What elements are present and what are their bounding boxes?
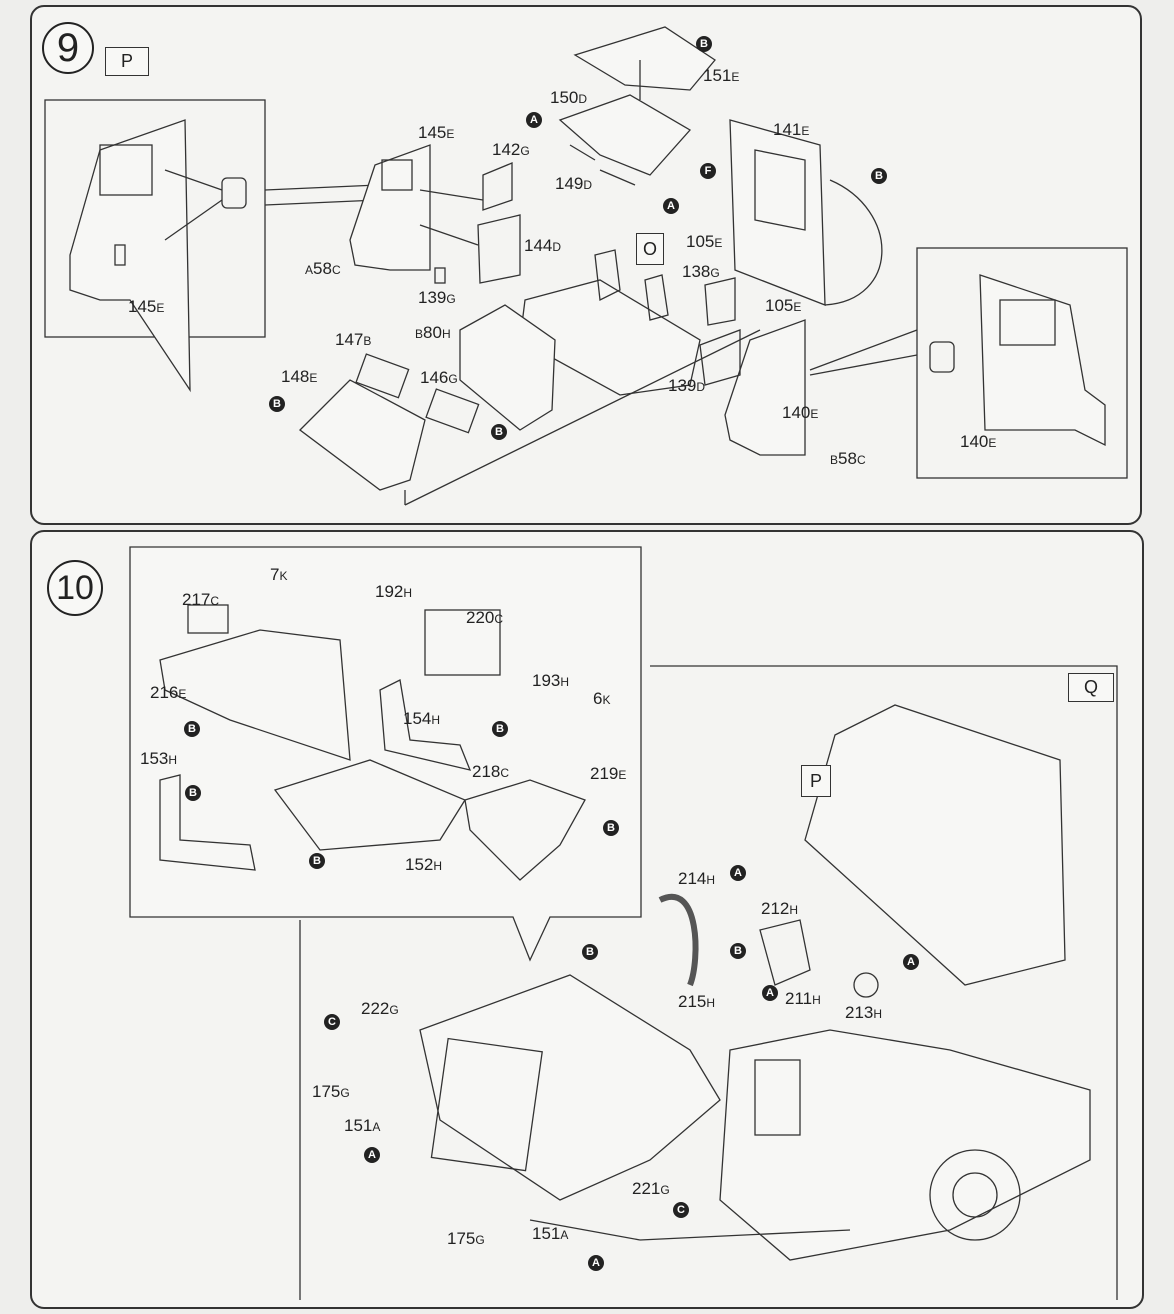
part-label: 146G bbox=[420, 368, 458, 387]
marker-a: A bbox=[903, 954, 919, 970]
marker-a: A bbox=[364, 1147, 380, 1163]
marker-a: A bbox=[588, 1255, 604, 1271]
marker-b: B bbox=[582, 944, 598, 960]
marker-b: B bbox=[491, 424, 507, 440]
cab-ref-box: P bbox=[105, 47, 149, 76]
part-label: 142G bbox=[492, 140, 530, 159]
cab-ref-box: P bbox=[801, 765, 831, 797]
part-label: 145E bbox=[128, 297, 165, 316]
part-label: 152H bbox=[405, 855, 443, 874]
marker-a: A bbox=[762, 985, 778, 1001]
part-label: 7K bbox=[270, 565, 288, 584]
marker-b: B bbox=[184, 721, 200, 737]
marker-c: C bbox=[673, 1202, 689, 1218]
part-label: 175G bbox=[312, 1082, 350, 1101]
part-label: A58C bbox=[305, 259, 341, 278]
part-label: 153H bbox=[140, 749, 178, 768]
step-number-10: 10 bbox=[47, 560, 103, 616]
part-label: 175G bbox=[447, 1229, 485, 1248]
part-label: 216E bbox=[150, 683, 187, 702]
part-label: 211H bbox=[785, 989, 821, 1008]
marker-a: A bbox=[526, 112, 542, 128]
marker-f: F bbox=[700, 163, 716, 179]
part-label: 147B bbox=[335, 330, 372, 349]
part-label: 105E bbox=[765, 296, 802, 315]
marker-b: B bbox=[492, 721, 508, 737]
part-label: 140E bbox=[782, 403, 819, 422]
part-label: 222G bbox=[361, 999, 399, 1018]
marker-b: B bbox=[871, 168, 887, 184]
part-label: 154H bbox=[403, 709, 441, 728]
part-label: 217C bbox=[182, 590, 220, 609]
part-label: 6K bbox=[593, 689, 611, 708]
part-label: 215H bbox=[678, 992, 716, 1011]
part-label: 151A bbox=[344, 1116, 381, 1135]
part-label: B80H bbox=[415, 323, 451, 342]
part-label: 138G bbox=[682, 262, 720, 281]
part-label: 192H bbox=[375, 582, 413, 601]
marker-c: C bbox=[324, 1014, 340, 1030]
part-label: 140E bbox=[960, 432, 997, 451]
part-label: 148E bbox=[281, 367, 318, 386]
part-label: 212H bbox=[761, 899, 799, 918]
part-label: 193H bbox=[532, 671, 570, 690]
part-label: 220C bbox=[466, 608, 504, 627]
marker-b: B bbox=[309, 853, 325, 869]
sub-assembly-ref-box: O bbox=[636, 233, 664, 265]
part-label: 139G bbox=[418, 288, 456, 307]
part-label: 213H bbox=[845, 1003, 883, 1022]
part-label: B58C bbox=[830, 449, 866, 468]
marker-b: B bbox=[696, 36, 712, 52]
marker-b: B bbox=[269, 396, 285, 412]
marker-b: B bbox=[603, 820, 619, 836]
part-label: 151A bbox=[532, 1224, 569, 1243]
marker-a: A bbox=[730, 865, 746, 881]
part-label: 151E bbox=[703, 66, 740, 85]
part-label: 144D bbox=[524, 236, 562, 255]
part-label: 214H bbox=[678, 869, 716, 888]
marker-b: B bbox=[185, 785, 201, 801]
part-label: 218C bbox=[472, 762, 510, 781]
step-10-panel bbox=[30, 530, 1144, 1309]
step-number-9: 9 bbox=[42, 22, 94, 74]
marker-b: B bbox=[730, 943, 746, 959]
part-label: 141E bbox=[773, 120, 810, 139]
marker-a: A bbox=[663, 198, 679, 214]
part-label: 149D bbox=[555, 174, 593, 193]
part-label: 221G bbox=[632, 1179, 670, 1198]
part-label: 150D bbox=[550, 88, 588, 107]
assembly-ref-box: Q bbox=[1068, 673, 1114, 702]
part-label: 139D bbox=[668, 376, 706, 395]
part-label: 219E bbox=[590, 764, 627, 783]
part-label: 105E bbox=[686, 232, 723, 251]
part-label: 145E bbox=[418, 123, 455, 142]
